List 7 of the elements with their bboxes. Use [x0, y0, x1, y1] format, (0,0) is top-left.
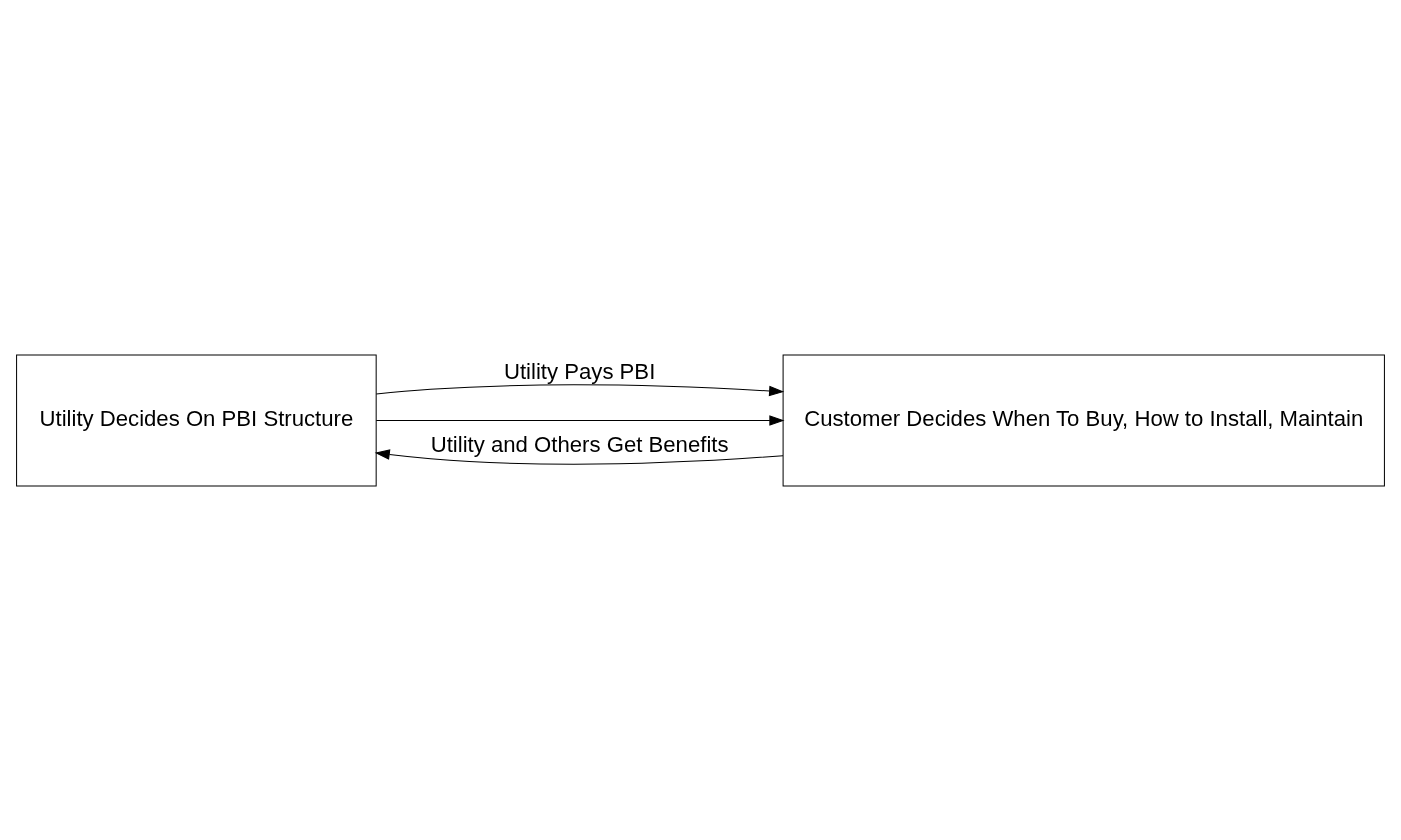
edge-label: Utility Pays PBI — [503, 358, 656, 384]
arrow — [375, 383, 785, 396]
arrow — [374, 448, 784, 465]
node-box: Utility Decides On PBI Structure — [16, 354, 377, 486]
arrow — [375, 414, 785, 426]
node-box: Customer Decides When To Buy, How to Install, Maintain — [782, 354, 1385, 486]
edge-label: Utility and Others Get Benefits — [430, 431, 729, 457]
